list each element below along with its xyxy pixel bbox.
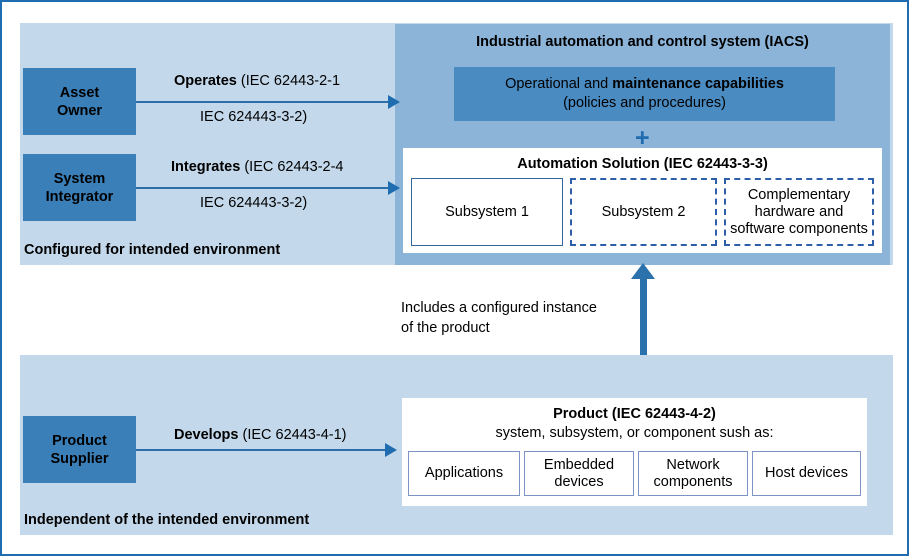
arrow-label-operates-bottom: IEC 624443-3-2) <box>200 109 307 125</box>
middle-connector-note-line-2: of the product <box>401 320 490 336</box>
role-box-system-integrator-line-1: System <box>53 170 106 187</box>
arrow-label-integrates-verb: Integrates <box>171 159 241 175</box>
role-box-product-supplier-line-2: Supplier <box>50 450 109 467</box>
role-box-asset-owner[interactable]: Asset Owner <box>23 68 136 135</box>
arrow-line-operates <box>136 101 388 103</box>
arrow-head-operates <box>388 95 400 109</box>
automation-solution-cells: Subsystem 1 Subsystem 2 Complementary ha… <box>411 178 874 246</box>
middle-connector-note-line-1: Includes a configured instance <box>401 300 597 316</box>
arrow-label-integrates-standard-top: (IEC 62443-2-4 <box>244 159 344 175</box>
product-subtitle: system, subsystem, or component sush as: <box>495 425 774 441</box>
capabilities-line-1-bold: maintenance capabilities <box>612 76 784 92</box>
automation-solution-title: Automation Solution (IEC 62443-3-3) <box>517 156 768 172</box>
product-cell-embedded-devices[interactable]: Embedded devices <box>524 451 634 496</box>
arrow-line-integrates <box>136 187 388 189</box>
product-cell-network-components-label: Network components <box>653 456 733 490</box>
product-cell-host-devices[interactable]: Host devices <box>752 451 861 496</box>
vertical-arrow-shaft <box>640 278 647 402</box>
iacs-title: Industrial automation and control system… <box>476 34 809 50</box>
product-cell-network-components[interactable]: Network components <box>638 451 748 496</box>
role-box-system-integrator-line-2: Integrator <box>45 188 114 205</box>
arrow-line-develops <box>136 449 385 451</box>
product-cell-embedded-devices-label: Embedded devices <box>543 456 615 490</box>
vertical-arrow-head <box>631 263 655 279</box>
capabilities-line-1: Operational and maintenance capabilities <box>505 75 784 94</box>
role-box-asset-owner-line-2: Owner <box>56 102 103 119</box>
role-box-system-integrator[interactable]: System Integrator <box>23 154 136 221</box>
arrow-label-operates-top: Operates (IEC 62443-2-1 <box>174 73 340 89</box>
arrow-head-develops <box>385 443 397 457</box>
automation-cell-subsystem-1-label: Subsystem 1 <box>445 203 529 220</box>
middle-connector-note: Includes a configured instance of the pr… <box>401 298 597 338</box>
arrow-head-integrates <box>388 181 400 195</box>
arrow-label-develops-verb: Develops <box>174 427 239 443</box>
arrow-label-develops: Develops (IEC 62443-4-1) <box>174 427 346 443</box>
automation-cell-subsystem-1[interactable]: Subsystem 1 <box>411 178 563 246</box>
role-box-asset-owner-line-1: Asset <box>59 84 100 101</box>
arrow-label-operates-standard-bottom: IEC 624443-3-2) <box>200 109 308 125</box>
bottom-panel-footnote: Independent of the intended environment <box>24 512 310 528</box>
automation-cell-complementary-components[interactable]: Complementary hardware and software comp… <box>724 178 874 246</box>
role-box-product-supplier[interactable]: Product Supplier <box>23 416 136 483</box>
arrow-label-integrates-standard-bottom: IEC 624443-3-2) <box>200 195 308 211</box>
arrow-label-operates-standard-top: (IEC 62443-2-1 <box>240 73 341 89</box>
product-title: Product (IEC 62443-4-2) <box>553 406 716 422</box>
arrow-label-operates-verb: Operates <box>174 73 237 89</box>
automation-cell-subsystem-2-label: Subsystem 2 <box>601 203 686 220</box>
product-cell-applications-label: Applications <box>424 465 504 481</box>
arrow-label-integrates-bottom: IEC 624443-3-2) <box>200 195 307 211</box>
arrow-label-integrates-top: Integrates (IEC 62443-2-4 <box>171 159 343 175</box>
plus-icon: + <box>635 124 650 152</box>
product-cells: Applications Embedded devices Network co… <box>408 451 861 496</box>
operational-maintenance-capabilities-box: Operational and maintenance capabilities… <box>454 67 835 121</box>
product-cell-applications[interactable]: Applications <box>408 451 520 496</box>
top-panel-footnote: Configured for intended environment <box>24 242 281 258</box>
capabilities-line-2: (policies and procedures) <box>563 95 726 111</box>
product-cell-host-devices-label: Host devices <box>764 465 848 481</box>
automation-cell-subsystem-2[interactable]: Subsystem 2 <box>570 178 717 246</box>
automation-cell-complementary-components-label: Complementary hardware and software comp… <box>730 186 868 237</box>
role-box-product-supplier-line-1: Product <box>52 432 107 449</box>
arrow-label-develops-standard: (IEC 62443-4-1) <box>242 427 347 443</box>
capabilities-line-1-normal: Operational and <box>505 76 613 92</box>
